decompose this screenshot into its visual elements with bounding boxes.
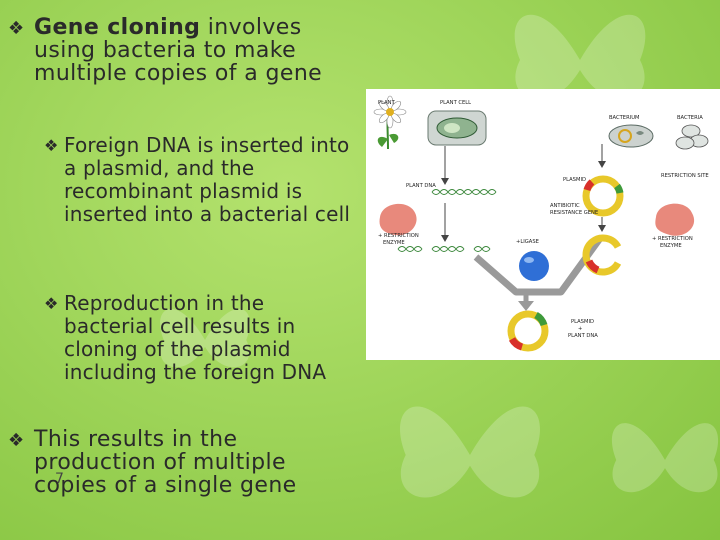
- bullet-icon: ❖: [8, 430, 25, 451]
- arrow-head-icon: [441, 235, 449, 242]
- label-plant-dna: PLANT DNA: [406, 183, 436, 189]
- arrow-head-icon: [598, 161, 606, 168]
- label-antibiotic: ANTIBIOTIC: [550, 203, 580, 209]
- label-plant: PLANT: [378, 100, 396, 106]
- bullet-icon: ❖: [44, 136, 59, 155]
- restriction-enzyme-left-icon: [379, 203, 417, 236]
- label-restriction-enzyme-left-2: ENZYME: [383, 240, 405, 246]
- sub-bullet-text: Reproduction in the bacterial cell resul…: [64, 291, 327, 384]
- arrow-head-icon: [441, 178, 449, 185]
- label-result-plant-dna: PLANT DNA: [568, 333, 598, 339]
- cut-dna-fragments: [397, 246, 491, 252]
- butterfly-decoration: [611, 423, 719, 493]
- bullet-icon: ❖: [44, 294, 59, 313]
- ligase-icon: [519, 251, 549, 281]
- merge-arrow: [473, 234, 604, 296]
- label-bacteria: BACTERIA: [677, 115, 703, 121]
- label-plant-cell: PLANT CELL: [440, 100, 471, 106]
- label-restriction-enzyme-right: + RESTRICTION: [652, 236, 693, 242]
- sub-bullet-foreign-dna: ❖ Foreign DNA is inserted into a plasmid…: [44, 133, 359, 226]
- bullet-text: This results in the production of multip…: [34, 427, 297, 498]
- cut-plasmid-icon: [582, 234, 622, 276]
- gene-cloning-diagram: PLANT PLANT CELL BACTERIUM BACTERIA PLAN…: [366, 89, 720, 360]
- butterfly-decoration: [514, 14, 646, 100]
- label-restriction-enzyme-left: + RESTRICTION: [378, 233, 419, 239]
- plant-dna-strand: [431, 189, 497, 195]
- label-result-plasmid: PLASMID: [571, 319, 594, 325]
- label-ligase: +LIGASE: [516, 239, 539, 245]
- sub-bullet-text: Foreign DNA is inserted into a plasmid, …: [64, 133, 351, 226]
- label-bacterium: BACTERIUM: [609, 115, 640, 121]
- bacterium-icon: [608, 124, 654, 148]
- arrow-head-icon: [518, 301, 534, 311]
- plasmid-icon: [582, 175, 624, 217]
- slide-number: 7: [55, 471, 64, 487]
- label-resistance-gene: RESISTANCE GENE: [550, 210, 598, 216]
- label-result-plus: +: [578, 326, 582, 332]
- butterfly-decoration: [400, 406, 540, 498]
- bullet-icon: ❖: [8, 18, 25, 39]
- bullet-results: ❖ This results in the production of mult…: [8, 427, 354, 498]
- bacteria-cluster-icon: [675, 124, 709, 150]
- butterfly-decoration: [160, 308, 250, 368]
- plant-cell-icon: [427, 110, 487, 146]
- arrow-head-icon: [598, 225, 606, 232]
- bullet-lead: Gene cloning: [34, 15, 201, 40]
- diagram-svg: PLANT PLANT CELL BACTERIUM BACTERIA PLAN…: [373, 95, 709, 352]
- label-plasmid: PLASMID: [563, 177, 586, 183]
- restriction-enzyme-right-icon: [655, 203, 695, 236]
- bullet-gene-cloning: ❖ Gene cloning involves using bacteria t…: [8, 15, 364, 86]
- sub-bullet-reproduction: ❖ Reproduction in the bacterial cell res…: [44, 291, 359, 384]
- bullet-text: involves using bacteria to make multiple…: [34, 15, 323, 86]
- label-restriction-site: RESTRICTION SITE: [661, 173, 709, 179]
- plant-flower-icon: [373, 95, 407, 150]
- recombinant-plasmid-icon: [507, 310, 549, 352]
- label-restriction-enzyme-right-2: ENZYME: [660, 243, 682, 249]
- slide-text: ❖ Gene cloning involves using bacteria t…: [8, 15, 364, 498]
